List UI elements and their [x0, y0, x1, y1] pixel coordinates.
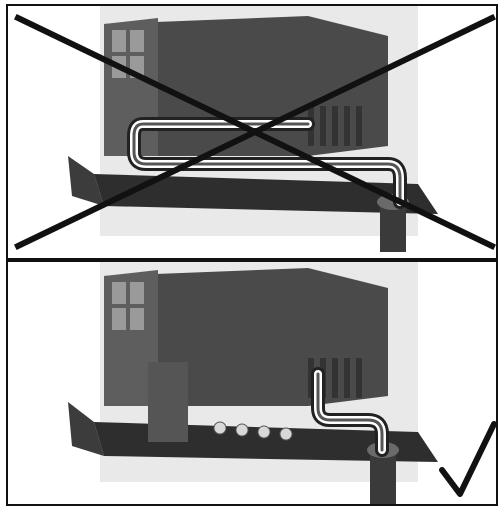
connector-slot [112, 308, 126, 330]
screw-terminals [213, 421, 293, 441]
base-plate [94, 174, 438, 214]
cross-mark-icon [13, 13, 496, 251]
support-post [148, 362, 188, 442]
check-mark-icon [439, 421, 496, 497]
connector-slot [112, 282, 126, 304]
connector-slot [112, 30, 126, 52]
connector-slot [130, 282, 144, 304]
incorrect-routing-illustration [13, 6, 496, 252]
connector-slot [130, 308, 144, 330]
cable-gland [370, 450, 396, 504]
mount-bracket-left [68, 402, 104, 456]
correct-routing-panel [6, 260, 498, 506]
connector-slot [130, 30, 144, 52]
mount-bracket-left [68, 156, 104, 206]
incorrect-routing-panel [6, 4, 498, 260]
cables-correct [311, 367, 389, 457]
correct-routing-illustration [68, 262, 496, 504]
cables-wrong [127, 117, 407, 209]
cable-gland [380, 202, 406, 252]
